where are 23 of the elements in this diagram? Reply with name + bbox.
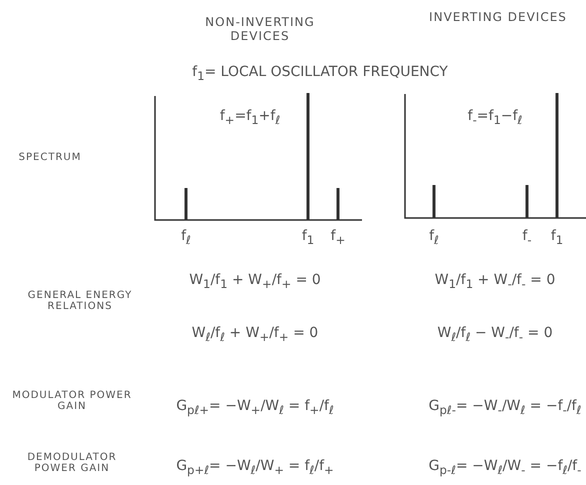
- row-heading: MODULATOR POWER GAIN: [11, 390, 133, 412]
- definition-text: f$_{1}$= LOCAL OSCILLATOR FREQUENCY: [192, 64, 448, 83]
- tick-label: f$_{-}$: [522, 228, 532, 247]
- equation: G$_{p+ℓ}$= −W$_{ℓ}$/W$_{+}$ = f$_{ℓ}$/f$_{+}$: [176, 458, 334, 477]
- equation: G$_{pℓ-}$= −W$_{-}$/W$_{ℓ}$ = −f$_{-}$/f$_{ℓ}$: [428, 398, 582, 417]
- equation: W$_{ℓ}$/f$_{ℓ}$ + W$_{+}$/f$_{+}$ = 0: [192, 325, 318, 344]
- column-heading: NON-INVERTING DEVICES: [204, 15, 316, 43]
- equation: W$_{1}$/f$_{1}$ + W$_{+}$/f$_{+}$ = 0: [189, 272, 321, 291]
- tick-label: f$_{ℓ}$: [429, 228, 439, 247]
- equation: W$_{1}$/f$_{1}$ + W$_{-}$/f$_{-}$ = 0: [434, 272, 556, 291]
- row-heading: GENERAL ENERGY RELATIONS: [26, 290, 134, 312]
- equation: f$_{+}$=f$_{1}$+f$_{ℓ}$: [220, 108, 280, 127]
- equation: f$_{-}$=f$_{1}$−f$_{ℓ}$: [468, 108, 522, 127]
- equation: G$_{pℓ+}$= −W$_{+}$/W$_{ℓ}$ = f$_{+}$/f$_{ℓ}$: [176, 398, 334, 417]
- equation: G$_{p-ℓ}$= −W$_{ℓ}$/W$_{-}$ = −f$_{ℓ}$/f$_{-}$: [428, 458, 582, 477]
- tick-label: f$_{ℓ}$: [181, 228, 191, 247]
- row-heading: DEMODULATOR POWER GAIN: [26, 452, 118, 474]
- equation: W$_{ℓ}$/f$_{ℓ}$ − W$_{-}$/f$_{-}$ = 0: [437, 325, 553, 344]
- tick-label: f$_{+}$: [330, 228, 346, 247]
- column-heading: INVERTING DEVICES: [428, 10, 568, 24]
- tick-label: f$_{1}$: [550, 228, 564, 247]
- tick-label: f$_{1}$: [302, 228, 314, 247]
- row-heading: SPECTRUM: [18, 152, 82, 163]
